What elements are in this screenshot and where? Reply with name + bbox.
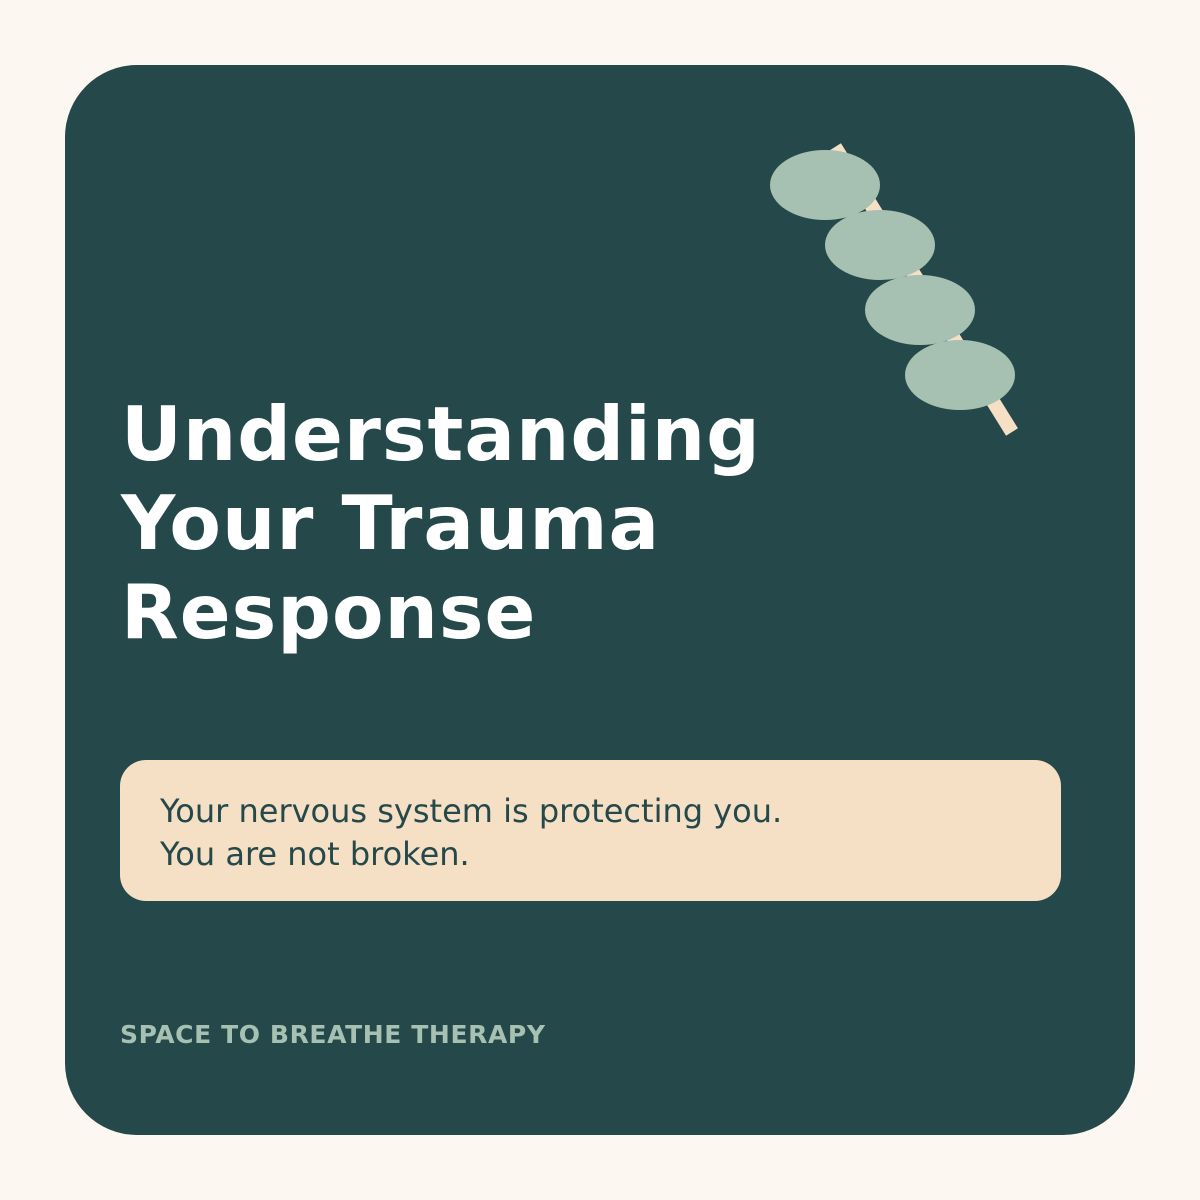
brand-name: SPACE TO BREATHE THERAPY <box>120 1020 546 1049</box>
branch-stem <box>829 143 1018 436</box>
post-card: Understanding Your Trauma Response Your … <box>65 65 1135 1135</box>
page-title: Understanding Your Trauma Response <box>121 390 761 657</box>
leaf-4 <box>905 340 1015 410</box>
leaf-2 <box>825 210 935 280</box>
title-line-2: Your Trauma <box>121 479 661 567</box>
leaf-3 <box>865 275 975 345</box>
title-line-3: Response <box>121 568 537 656</box>
leaf-1 <box>770 150 880 220</box>
message-line-1: Your nervous system is protecting you. <box>160 792 783 830</box>
message-line-2: You are not broken. <box>160 835 470 873</box>
message-box: Your nervous system is protecting you. Y… <box>120 760 1061 901</box>
title-line-1: Understanding <box>121 390 761 478</box>
